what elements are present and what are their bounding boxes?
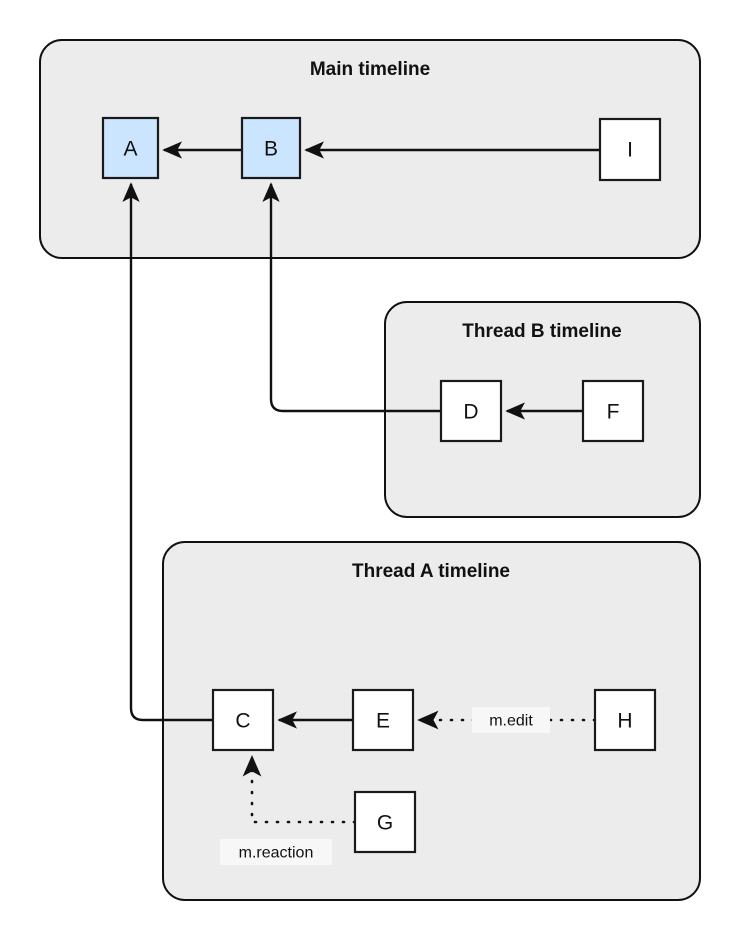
node-h-box [593,688,657,752]
edge-label-m-edit-text: m.edit [489,713,533,730]
node-a[interactable]: A [101,116,160,180]
group-thread-b-timeline[interactable]: Thread B timeline [384,301,701,518]
edge-label-m-reaction: m.reaction [220,839,332,865]
node-f-label: F [607,401,620,424]
node-b-label: B [264,138,278,161]
edge-c-to-a[interactable] [122,182,213,722]
edge-d-to-b[interactable] [262,182,441,413]
node-h-label: H [617,710,632,733]
node-d-label: D [463,401,478,424]
node-d-box [439,379,503,443]
node-f-box [581,379,645,443]
node-e-box [351,688,415,752]
node-c-label: C [235,710,250,733]
node-b-box [240,116,302,180]
node-i-box [598,117,662,182]
node-a-box [101,116,160,180]
node-e[interactable]: E [351,688,415,752]
group-thread-b-timeline-title: Thread B timeline [462,321,621,342]
node-a-label: A [123,138,137,161]
node-c-box [211,688,275,752]
node-f[interactable]: F [581,379,645,443]
node-i[interactable]: I [598,117,662,182]
node-h[interactable]: H [593,688,657,752]
node-i-label: I [627,139,633,162]
edge-g-to-c[interactable] [242,755,357,824]
node-d[interactable]: D [439,379,503,443]
node-c[interactable]: C [211,688,275,752]
group-thread-a-timeline-title: Thread A timeline [352,561,510,582]
node-b[interactable]: B [240,116,302,180]
edge-label-m-reaction-backdrop [220,839,332,865]
edge-label-m-edit: m.edit [472,707,550,733]
group-thread-b-timeline-box [384,301,701,518]
node-e-label: E [376,710,390,733]
edge-label-m-reaction-text: m.reaction [239,845,314,862]
node-g-box [353,790,417,854]
group-main-timeline-title: Main timeline [310,59,430,80]
node-g-label: G [377,812,393,835]
edge-label-m-edit-backdrop [472,707,550,733]
node-g[interactable]: G [353,790,417,854]
